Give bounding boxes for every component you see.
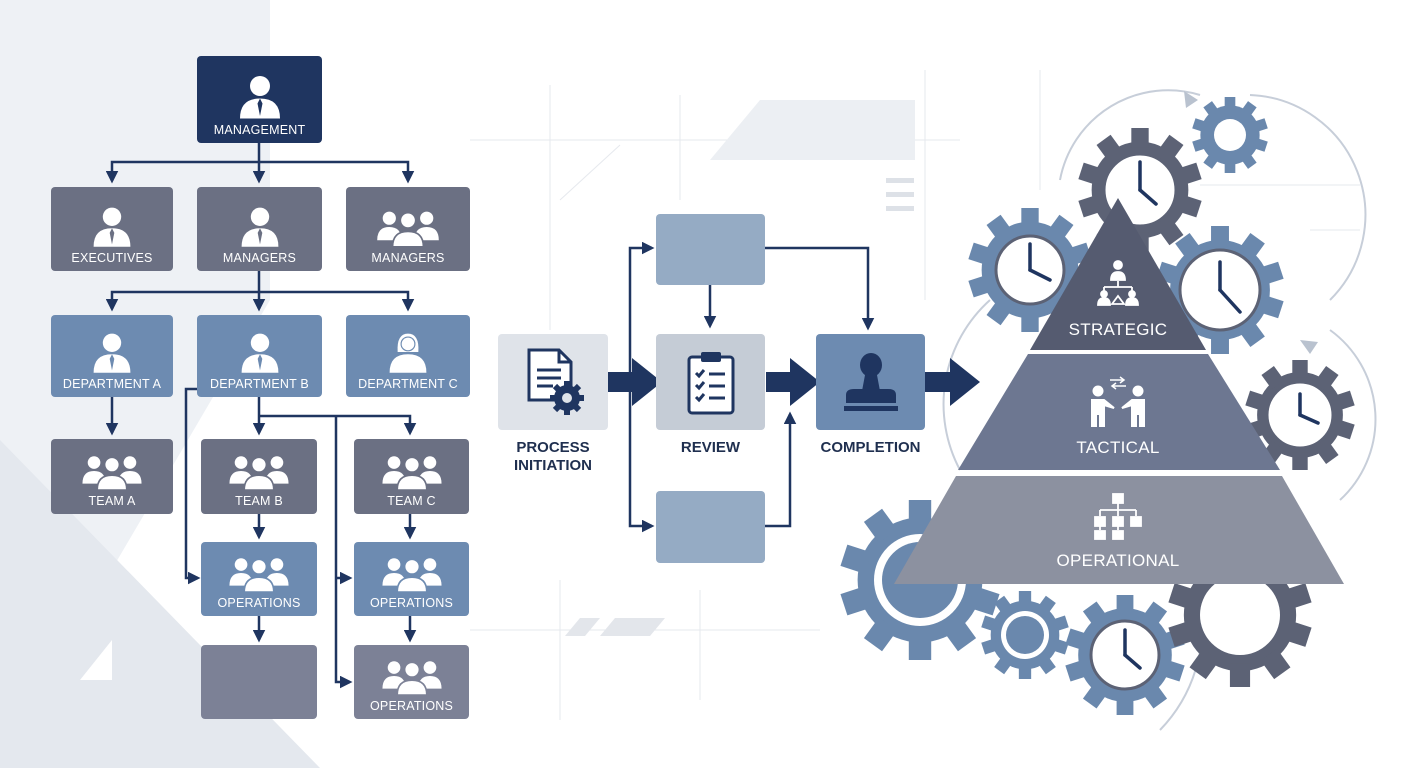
pyramid-label-strategic: STRATEGIC [1058, 320, 1178, 340]
pyramid-label-operational: OPERATIONAL [1038, 551, 1198, 571]
pyramid-label-tactical: TACTICAL [1058, 438, 1178, 458]
